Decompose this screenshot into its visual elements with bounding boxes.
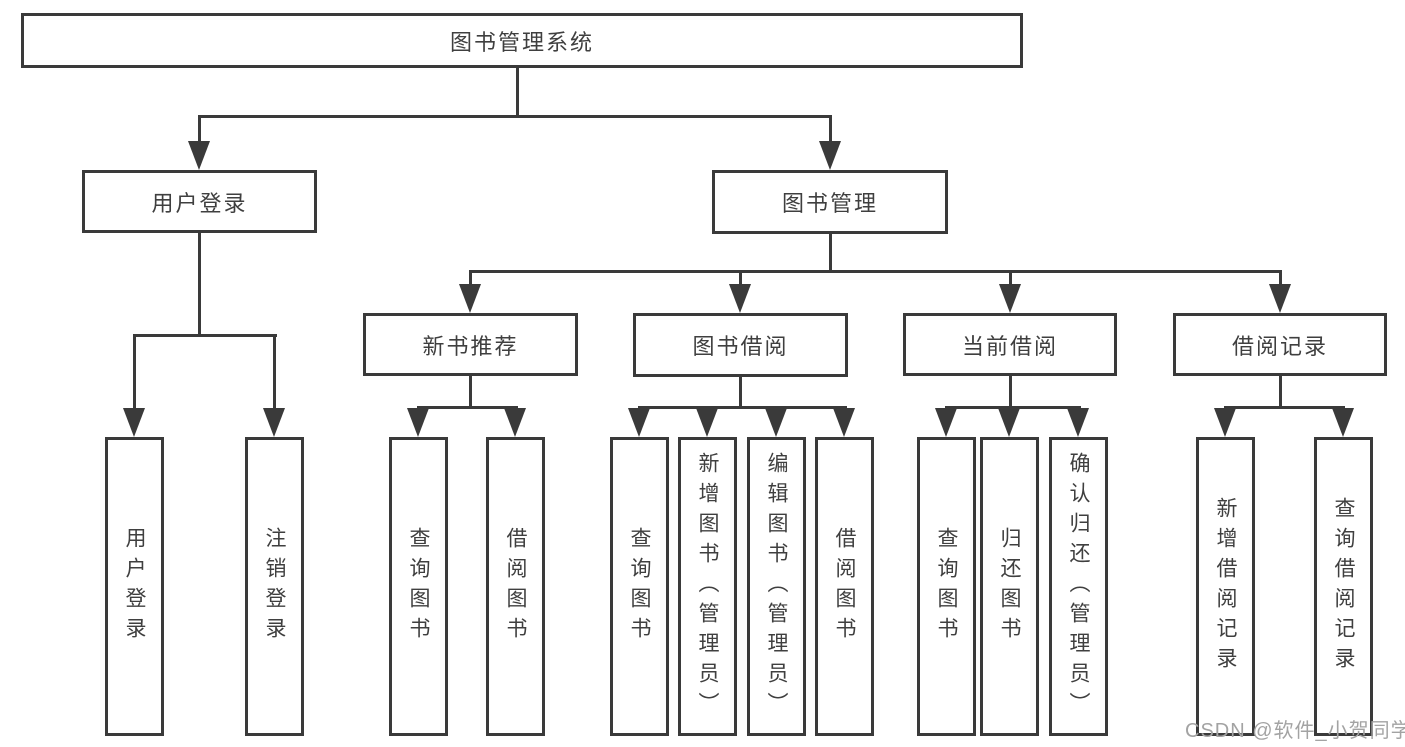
arrow-down-icon — [188, 141, 210, 170]
arrow-down-icon — [1067, 408, 1089, 437]
connector-line — [469, 270, 1282, 273]
connector-line — [198, 115, 832, 118]
arrow-down-icon — [765, 408, 787, 437]
arrow-down-icon — [819, 141, 841, 170]
leaf-edit-book-admin: 编辑图书（管理员） — [747, 437, 806, 736]
leaf-return-book: 归还图书 — [980, 437, 1039, 736]
connector-line — [198, 231, 201, 337]
node-book-management: 图书管理 — [712, 170, 948, 234]
connector-line — [469, 270, 472, 286]
connector-line — [638, 406, 847, 409]
arrow-down-icon — [696, 408, 718, 437]
leaf-confirm-return-admin: 确认归还（管理员） — [1049, 437, 1108, 736]
connector-line — [1279, 270, 1282, 286]
connector-line — [1009, 374, 1012, 409]
arrow-down-icon — [729, 284, 751, 313]
connector-line — [198, 115, 201, 143]
node-new-book-recommendation: 新书推荐 — [363, 313, 578, 376]
arrow-down-icon — [999, 284, 1021, 313]
node-borrowing-records: 借阅记录 — [1173, 313, 1387, 376]
arrow-down-icon — [123, 408, 145, 437]
connector-line — [133, 334, 277, 337]
arrow-down-icon — [504, 408, 526, 437]
connector-line — [133, 334, 136, 410]
connector-line — [469, 374, 472, 409]
leaf-query-books-recommend: 查询图书 — [389, 437, 448, 736]
leaf-query-books-borrowing: 查询图书 — [610, 437, 669, 736]
connector-line — [829, 232, 832, 273]
connector-line — [739, 270, 742, 286]
arrow-down-icon — [407, 408, 429, 437]
arrow-down-icon — [1332, 408, 1354, 437]
arrow-down-icon — [998, 408, 1020, 437]
node-book-borrowing: 图书借阅 — [633, 313, 848, 377]
arrow-down-icon — [1214, 408, 1236, 437]
arrow-down-icon — [628, 408, 650, 437]
leaf-add-borrow-record: 新增借阅记录 — [1196, 437, 1255, 736]
connector-line — [516, 66, 519, 117]
arrow-down-icon — [459, 284, 481, 313]
leaf-logout: 注销登录 — [245, 437, 304, 736]
arrow-down-icon — [935, 408, 957, 437]
leaf-borrow-books-borrowing: 借阅图书 — [815, 437, 874, 736]
leaf-query-books-current: 查询图书 — [917, 437, 976, 736]
arrow-down-icon — [263, 408, 285, 437]
connector-line — [945, 406, 1081, 409]
connector-line — [417, 406, 518, 409]
arrow-down-icon — [833, 408, 855, 437]
connector-line — [1279, 374, 1282, 409]
leaf-borrow-books-recommend: 借阅图书 — [486, 437, 545, 736]
connector-line — [829, 115, 832, 143]
connector-line — [1224, 406, 1345, 409]
leaf-add-book-admin: 新增图书（管理员） — [678, 437, 737, 736]
watermark: CSDN @软件_小贺同学 — [1185, 720, 1405, 742]
connector-line — [1009, 270, 1012, 286]
connector-line — [739, 375, 742, 409]
leaf-query-borrow-record: 查询借阅记录 — [1314, 437, 1373, 736]
node-library-management-system: 图书管理系统 — [21, 13, 1023, 68]
arrow-down-icon — [1269, 284, 1291, 313]
node-user-login: 用户登录 — [82, 170, 317, 233]
node-current-borrowing: 当前借阅 — [903, 313, 1117, 376]
connector-line — [273, 334, 276, 410]
leaf-user-login: 用户登录 — [105, 437, 164, 736]
